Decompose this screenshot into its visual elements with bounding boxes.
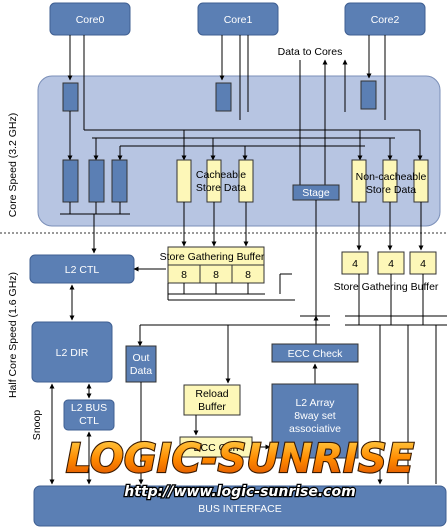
l2-load-queue-2 xyxy=(111,159,128,203)
noncacheable-store-label-1: Non-cacheable xyxy=(356,171,427,183)
core0-latch xyxy=(62,82,79,112)
cacheable-store-label-1: Cacheable xyxy=(196,169,246,181)
l2-array-box xyxy=(271,383,359,459)
bus-interface-box xyxy=(33,485,447,527)
cacheable-store-2 xyxy=(238,159,254,203)
half-core-speed-label: Half Core Speed (1.6 GHz) xyxy=(7,272,19,398)
reload-buffer-box xyxy=(183,384,241,416)
snoop-label: Snoop xyxy=(31,410,43,441)
cacheable-store-1 xyxy=(206,159,222,203)
core1-box xyxy=(197,2,279,36)
core-speed-label: Core Speed (3.2 GHz) xyxy=(7,113,19,217)
sgb-cell-1-label: 8 xyxy=(213,269,219,281)
core1-latch xyxy=(215,82,232,112)
nc-sgb-label: Store Gathering Buffer xyxy=(334,281,439,293)
l2-dir-box xyxy=(31,321,113,383)
reload-buffer-label-2: Buffer xyxy=(198,401,226,413)
nc-cell-2-label: 4 xyxy=(420,258,426,270)
sgb-label: Store Gathering Buffer xyxy=(160,251,265,263)
watermark-url: http://www.logic-sunrise.com xyxy=(124,484,355,500)
core2-latch xyxy=(360,80,377,110)
sgb-cell-2-label: 8 xyxy=(245,269,251,281)
data-to-cores-label: Data to Cores xyxy=(278,46,343,58)
out-data-box xyxy=(125,345,157,383)
stage-label: Stage xyxy=(302,187,330,199)
cacheable-store-label-2: Store Data xyxy=(196,182,246,194)
l2-dir-label: L2 DIR xyxy=(56,347,89,359)
l2-array-label-1: L2 Array xyxy=(295,397,335,409)
sgb-cell-0-label: 8 xyxy=(181,269,187,281)
reload-buffer-label-1: Reload xyxy=(195,388,228,400)
l2-load-queue-1 xyxy=(88,159,105,203)
l2-ctl-label: L2 CTL xyxy=(65,264,100,276)
l2-bus-ctl-label-1: L2 BUS xyxy=(71,402,107,414)
l2-bus-ctl-box xyxy=(63,399,115,431)
noncacheable-store-label-2: Store Data xyxy=(366,184,416,196)
nc-cell-1-label: 4 xyxy=(388,258,394,270)
core0-label: Core0 xyxy=(76,14,105,26)
cacheable-store-0 xyxy=(176,159,192,203)
ecc-gen-label: ECC Gen xyxy=(194,442,239,454)
core0-box xyxy=(49,2,131,36)
ecc-check-box xyxy=(271,343,359,363)
nc-cell-0-label: 4 xyxy=(352,258,358,270)
core2-label: Core2 xyxy=(371,14,400,26)
core-speed-panel xyxy=(37,75,441,227)
out-data-label-2: Data xyxy=(130,365,152,377)
l2-load-queue-0 xyxy=(62,159,79,203)
watermark-logo: LOGIC-SUNRISE xyxy=(66,436,414,482)
l2-array-label-2: 8way set xyxy=(294,410,336,422)
ecc-check-label: ECC Check xyxy=(288,348,344,360)
l2-bus-ctl-label-2: CTL xyxy=(79,415,99,427)
nc-cell-0 xyxy=(341,251,369,275)
out-data-label-1: Out xyxy=(133,352,150,364)
bus-interface-label: BUS INTERFACE xyxy=(198,503,281,515)
l2-array-label-3: associative xyxy=(289,423,341,435)
core1-label: Core1 xyxy=(224,14,253,26)
